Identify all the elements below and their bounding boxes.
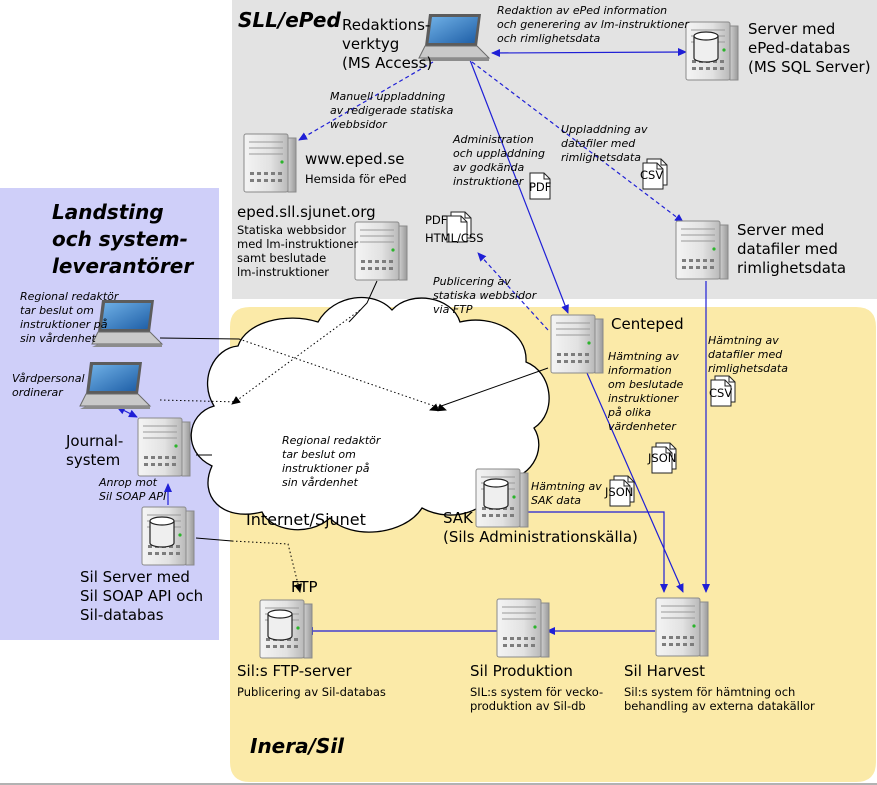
- sjunet-name-label: eped.sll.sjunet.org: [237, 203, 376, 221]
- ftp-tag-label: FTP: [291, 578, 318, 596]
- annotation-publicering: Publicering av statiska webbsidor via FT…: [433, 275, 537, 316]
- sil-harvest-desc: Sil:s system för hämtning och behandling…: [624, 685, 815, 713]
- server-icon: [137, 417, 191, 477]
- annotation-uppladdning: Uppladdning av datafiler med rimlighetsd…: [561, 123, 648, 164]
- html-css-doc-label: HTML/CSS: [425, 231, 484, 245]
- journal-label: Journal- system: [66, 432, 124, 469]
- sil-produktion-label: Sil Produktion: [470, 662, 573, 680]
- annotation-redaktion: Redaktion av ePed information och genere…: [497, 4, 689, 45]
- server-icon: [496, 598, 550, 658]
- pdf-doc-label: PDF: [529, 180, 552, 194]
- server-icon: [675, 220, 729, 280]
- annotation-manuell: Manuell uppladdning av redigerade statis…: [330, 90, 454, 131]
- annotation-anrop: Anrop mot Sil SOAP API: [99, 476, 167, 503]
- server-icon: [655, 597, 709, 657]
- sil-produktion-desc: SIL:s system för vecko- produktion av Si…: [470, 685, 604, 713]
- redaktionsverktyg-label: Redaktions- verktyg (MS Access): [342, 16, 433, 72]
- csv-doc-label: CSV: [709, 386, 733, 400]
- cloud-label: Internet/Sjunet: [246, 510, 366, 529]
- json-doc-label: JSON: [605, 485, 634, 499]
- annotation-regional-cloud: Regional redaktör tar beslut om instrukt…: [282, 434, 381, 489]
- region-title-landsting: Landsting och system- leverantörer: [52, 200, 194, 278]
- www-desc-label: Hemsida för ePed: [305, 172, 407, 186]
- database-server-icon: [260, 600, 312, 658]
- eped-db-label: Server med ePed-databas (MS SQL Server): [748, 20, 871, 76]
- database-server-icon: [142, 507, 194, 565]
- csv-doc-label: CSV: [640, 168, 664, 182]
- region-title-inera: Inera/Sil: [250, 734, 345, 758]
- sjunet-desc-label: Statiska webbsidor med lm-instruktioner …: [237, 223, 359, 279]
- annotation-vardpersonal: Vårdpersonal ordinerar: [12, 372, 85, 399]
- pdf-doc-label: PDF: [425, 213, 448, 227]
- annotation-hamtning-data: Hämtning av datafiler med rimlighetsdata: [708, 334, 788, 375]
- server-icon: [550, 314, 604, 374]
- www-name-label: www.eped.se: [305, 150, 405, 168]
- region-title-sll: SLL/ePed: [238, 8, 341, 32]
- server-icon: [243, 133, 297, 193]
- ftp-desc-label: Publicering av Sil-databas: [237, 685, 386, 699]
- centeped-label: Centeped: [611, 315, 684, 333]
- server-icon: [354, 221, 408, 281]
- sil-harvest-label: Sil Harvest: [624, 662, 706, 680]
- annotation-hamtning-sak: Hämtning av SAK data: [531, 480, 602, 507]
- annotation-regional-top: Regional redaktör tar beslut om instrukt…: [20, 290, 119, 345]
- annotation-admin: Administration och uppladdning av godkän…: [453, 133, 545, 188]
- database-server-icon: [686, 22, 738, 80]
- json-doc-label: JSON: [648, 451, 677, 465]
- annotation-hamtning-info: Hämtning av information om beslutade ins…: [608, 350, 684, 433]
- sak-label: SAK (Sils Administrationskälla): [443, 509, 638, 546]
- datafiler-label: Server med datafiler med rimlighetsdata: [737, 221, 847, 277]
- silserver-label: Sil Server med Sil SOAP API och Sil-data…: [80, 568, 204, 624]
- ftp-server-label: Sil:s FTP-server: [237, 662, 352, 680]
